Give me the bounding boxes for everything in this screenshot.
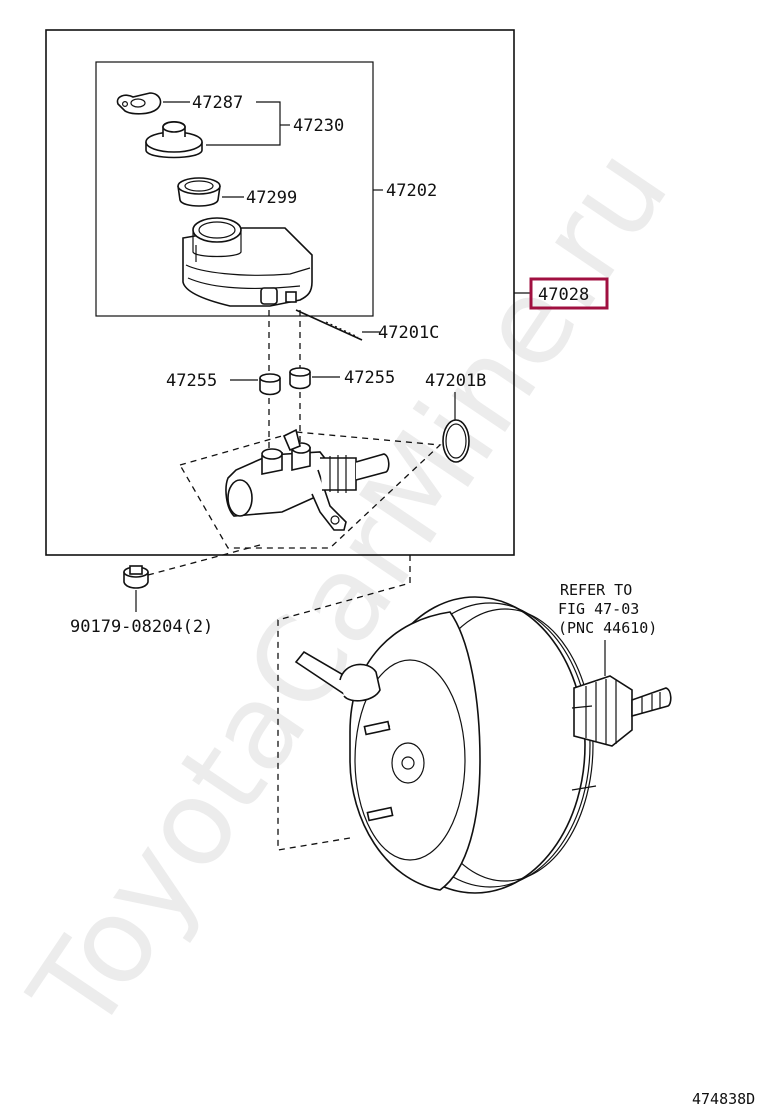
label-47230: 47230 [293, 116, 344, 136]
master-cylinder-body [225, 428, 390, 531]
label-47255-right: 47255 [344, 368, 395, 388]
refer-note-line1: REFER TO [560, 581, 632, 599]
highlight-box-47028 [529, 277, 609, 310]
oring-part-47201B [442, 419, 470, 463]
label-47028: 47028 [538, 285, 589, 305]
washer-part-47287 [116, 92, 162, 115]
refer-note-line3: (PNC 44610) [558, 619, 657, 637]
label-47287: 47287 [192, 93, 243, 113]
bolt-part-90179 [123, 565, 149, 589]
label-47255-left: 47255 [166, 371, 217, 391]
refer-note-line2: FIG 47-03 [558, 600, 639, 618]
label-47201C: 47201C [378, 323, 439, 343]
label-47299: 47299 [246, 188, 297, 208]
brake-booster [294, 596, 672, 894]
strainer-part-47299 [177, 177, 221, 207]
label-90179-08204: 90179-08204(2) [70, 617, 213, 637]
label-47201B: 47201B [425, 371, 486, 391]
reservoir-tank [182, 217, 313, 307]
label-47202: 47202 [386, 181, 437, 201]
cap-part-47230 [145, 120, 203, 159]
pin-part-47201C [295, 309, 363, 341]
reservoir-frame [95, 61, 374, 317]
grommet-part-47255-left [259, 373, 281, 396]
diagram-code: 474838D [692, 1090, 755, 1108]
grommet-part-47255-right [289, 367, 311, 390]
